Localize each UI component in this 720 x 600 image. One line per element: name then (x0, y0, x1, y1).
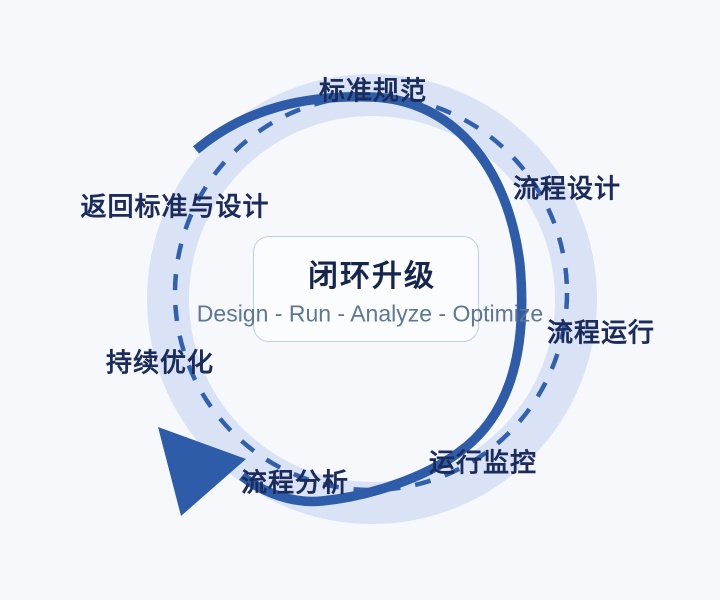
stage-label-process-run: 流程运行 (546, 317, 656, 348)
stage-label-continuous-optimization: 持续优化 (105, 347, 215, 378)
cycle-dashed-ring (172, 93, 570, 493)
stage-label-run-monitoring: 运行监控 (428, 447, 538, 478)
center-card-subtitle: Design - Run - Analyze - Optimize (196, 300, 544, 327)
center-card-title: 闭环升级 (308, 260, 436, 293)
cycle-solid-arc (192, 92, 527, 507)
cycle-arrowhead-icon (158, 427, 246, 516)
stage-label-process-design: 流程设计 (512, 173, 622, 204)
stage-label-process-analysis: 流程分析 (240, 467, 350, 498)
stage-label-return-to-standards-design: 返回标准与设计 (80, 191, 270, 222)
stage-label-standards: 标准规范 (318, 75, 428, 106)
center-card (253, 236, 479, 342)
